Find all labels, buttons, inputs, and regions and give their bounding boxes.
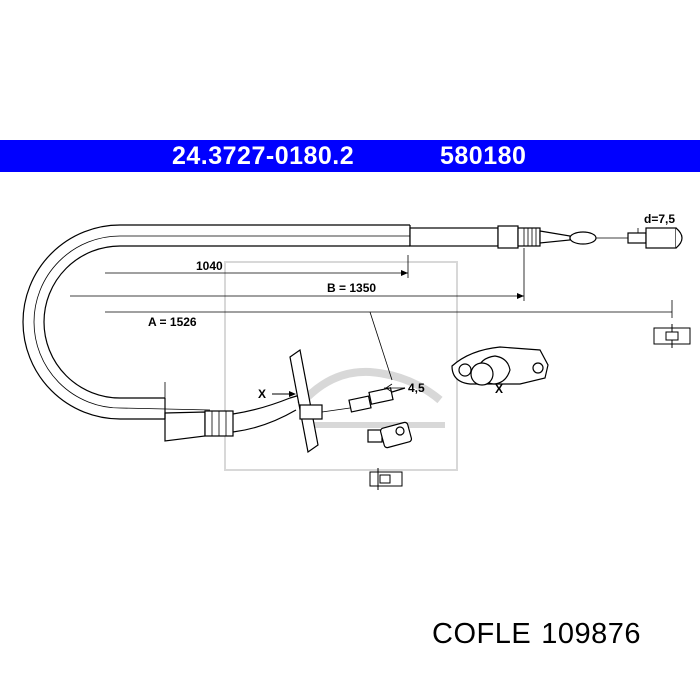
detail-x-left-label: X xyxy=(258,387,266,401)
footer-brand-line: COFLE 109876 xyxy=(432,618,651,651)
right-end-fitting xyxy=(409,225,683,249)
length-b-label: B = 1350 xyxy=(327,281,376,295)
brand-number: 109876 xyxy=(541,618,641,650)
brand-name: COFLE xyxy=(432,618,532,650)
cable-sheath xyxy=(22,224,411,420)
end-pin-detail xyxy=(367,421,413,449)
reference-number: 580180 xyxy=(440,142,527,170)
watermark-logo-icon xyxy=(224,261,458,471)
section-symbol-bottom xyxy=(369,468,403,490)
bracket-detail-x xyxy=(451,346,549,386)
pin-size-label: 4,5 xyxy=(408,381,425,395)
length-a-label: A = 1526 xyxy=(148,315,197,329)
dimension-lines xyxy=(70,248,673,398)
part-number: 24.3727-0180.2 xyxy=(172,142,355,170)
left-lower-fitting xyxy=(164,348,406,454)
pin-size-leader xyxy=(384,383,405,393)
section-symbol-right xyxy=(653,324,691,348)
x-leader-arrow xyxy=(272,391,296,397)
detail-x-right-label: X xyxy=(495,382,503,396)
header-bar: 24.3727-0180.2 580180 xyxy=(0,140,700,172)
length-1040-label: 1040 xyxy=(196,259,223,273)
dimension-arrowheads xyxy=(401,270,524,299)
diameter-label: d=7,5 xyxy=(644,212,675,226)
